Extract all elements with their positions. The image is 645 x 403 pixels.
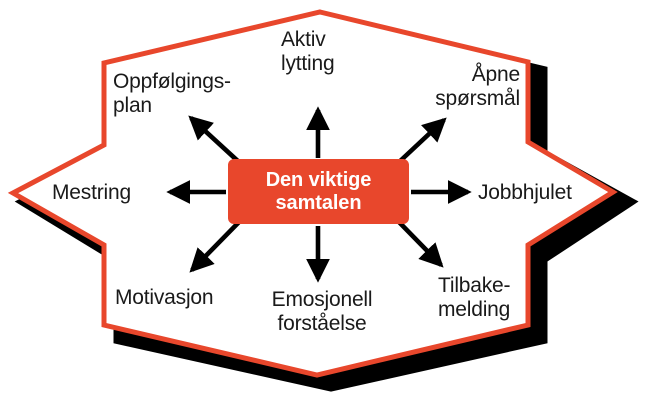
node-label-tilbakemelding: Tilbake- melding [438,274,511,321]
node-label-apne-sporsmal: Åpne spørsmål [435,63,520,110]
center-node-box: Den viktige samtalen [228,159,409,224]
arrow-down-left [189,219,242,273]
node-label-mestring: Mestring [52,181,131,204]
arrow-up-right [396,117,447,165]
arrow-up-left [188,115,242,165]
node-label-aktiv-lytting: Aktiv lytting [281,28,335,75]
center-node-label: Den viktige samtalen [265,168,372,214]
arrow-down-right [396,219,444,268]
node-label-motivasjon: Motivasjon [115,286,214,309]
node-label-oppfolgingsplan: Oppfølgings- plan [113,70,231,117]
node-label-emosjonell-forstaelse: Emosjonell forståelse [271,288,373,335]
node-label-jobbhjulet: Jobbhjulet [478,181,572,204]
